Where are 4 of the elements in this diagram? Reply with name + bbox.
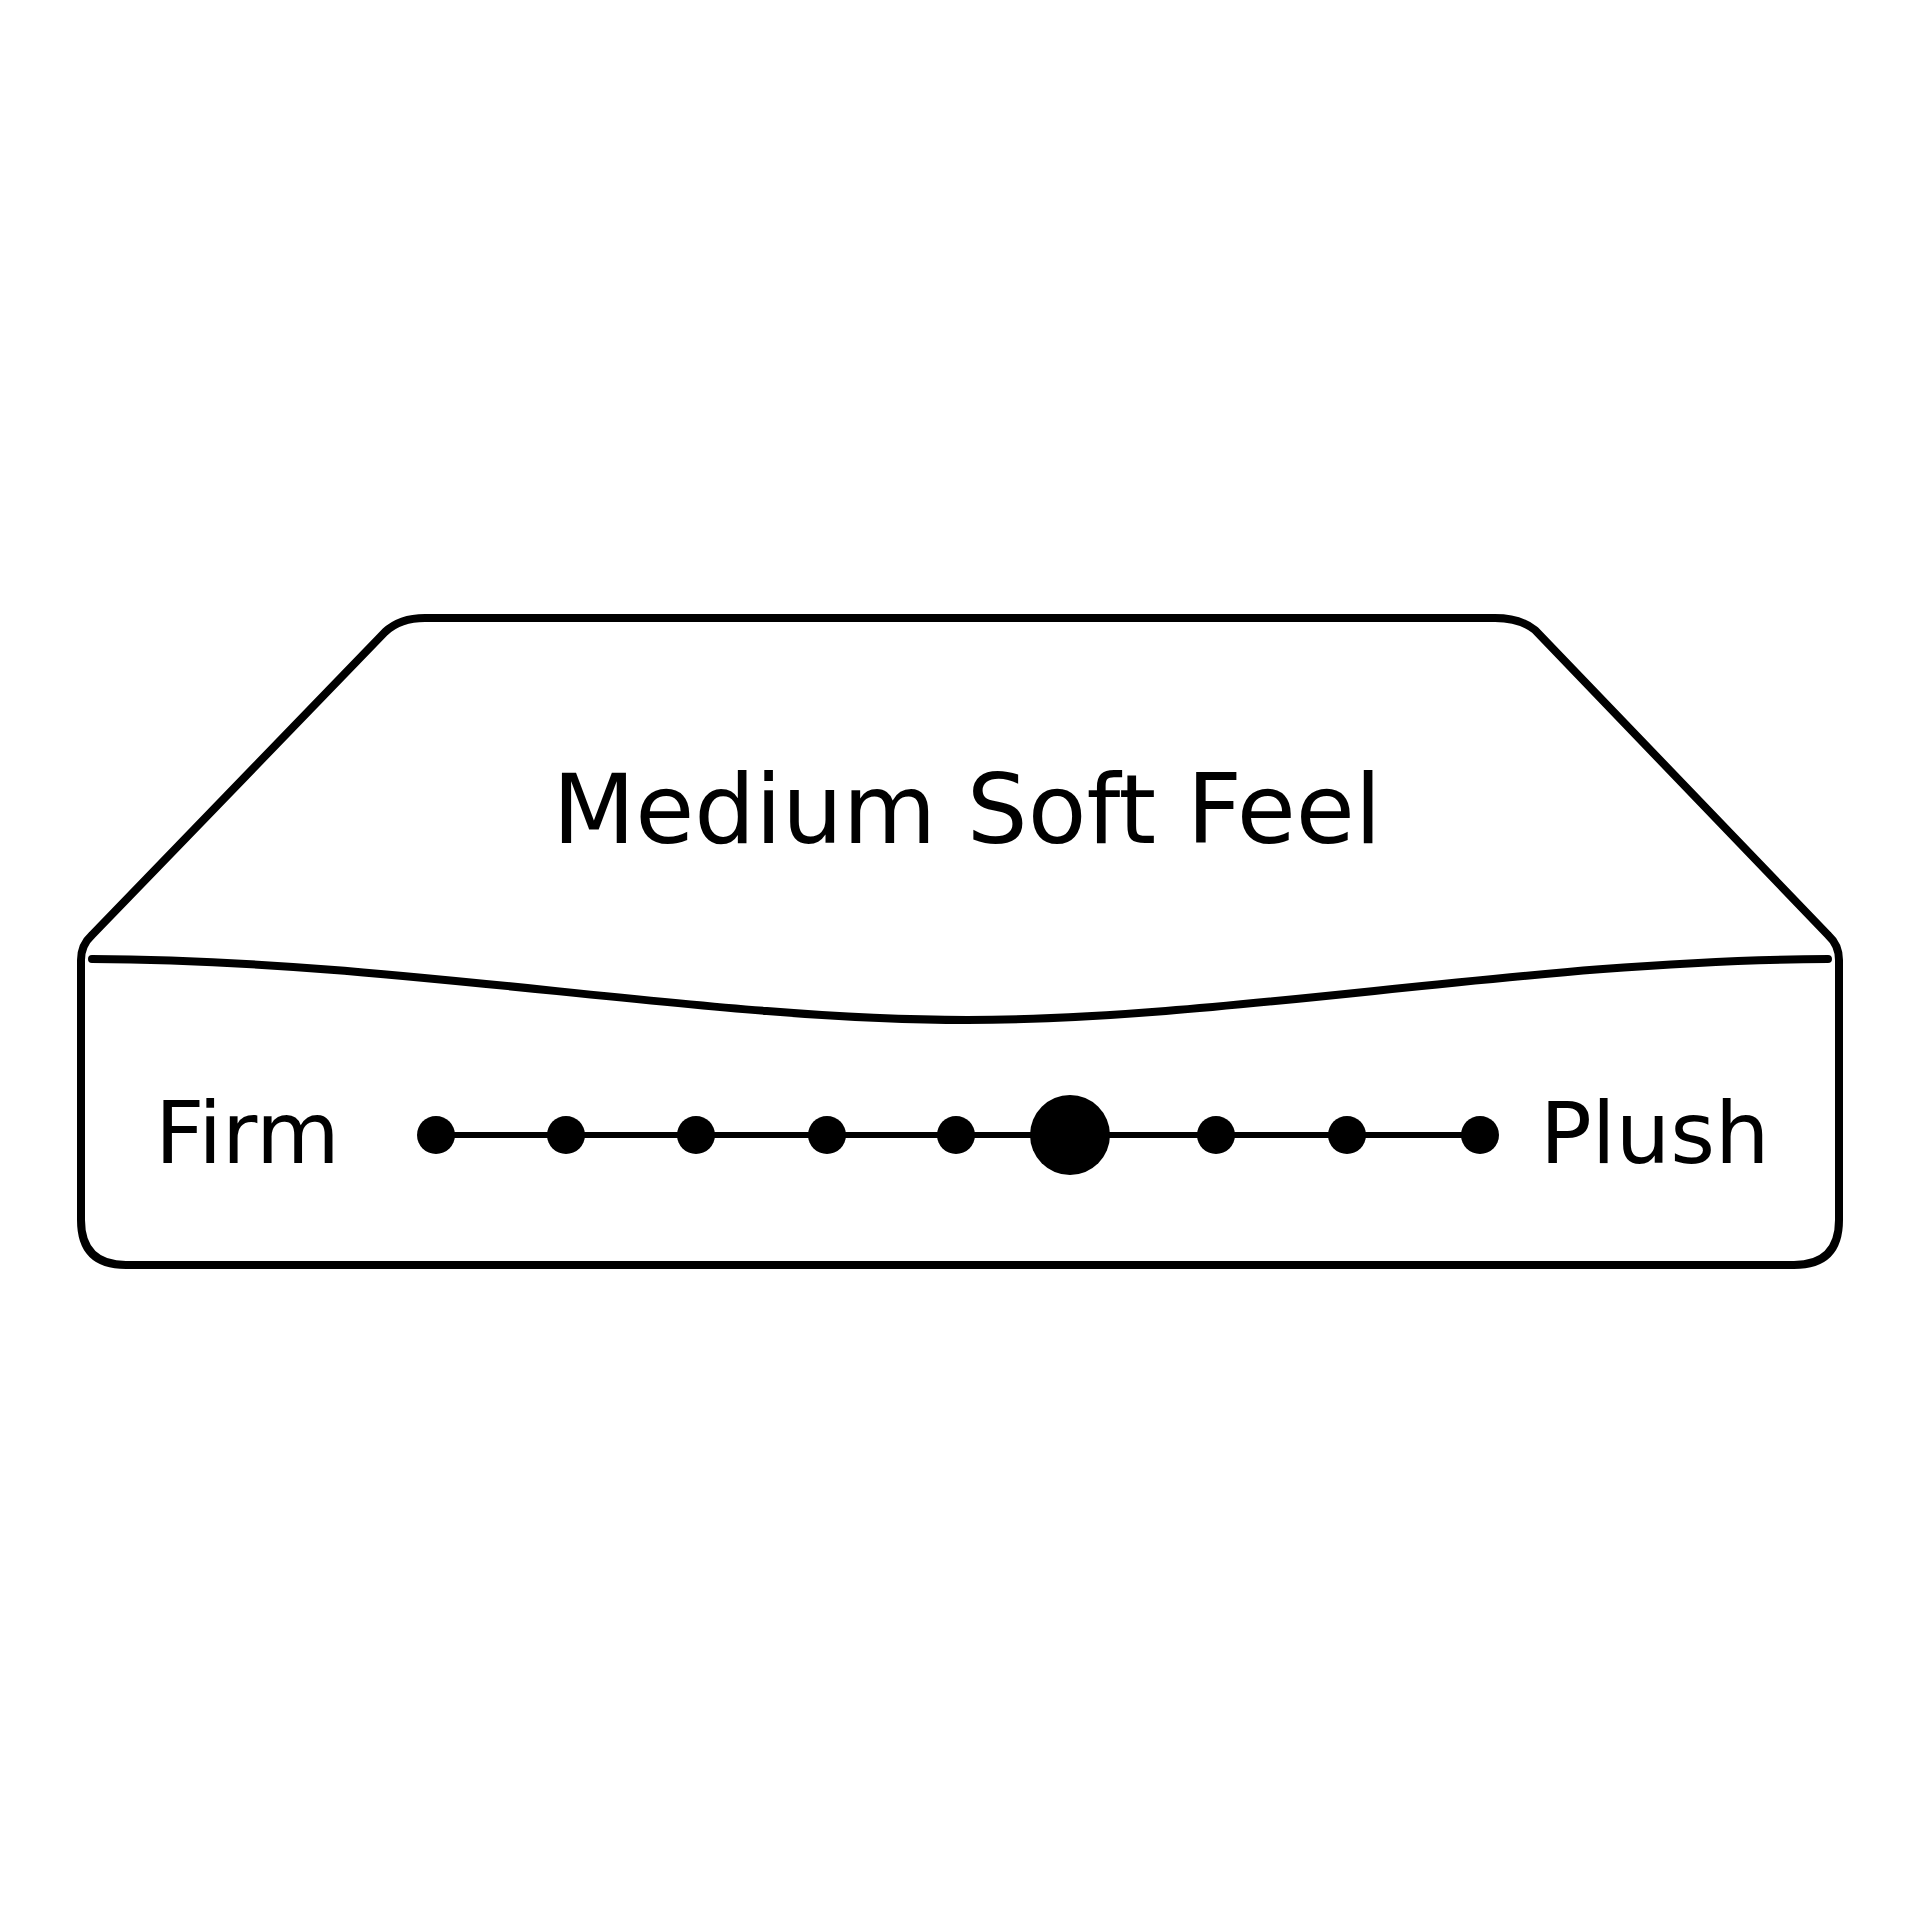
scale-end-label: Firm (155, 1090, 340, 1176)
mattress-drawing (77, 614, 1843, 1269)
scale-end-label: Plush (1540, 1090, 1770, 1176)
feel-title: Medium Soft Feel (552, 762, 1382, 858)
